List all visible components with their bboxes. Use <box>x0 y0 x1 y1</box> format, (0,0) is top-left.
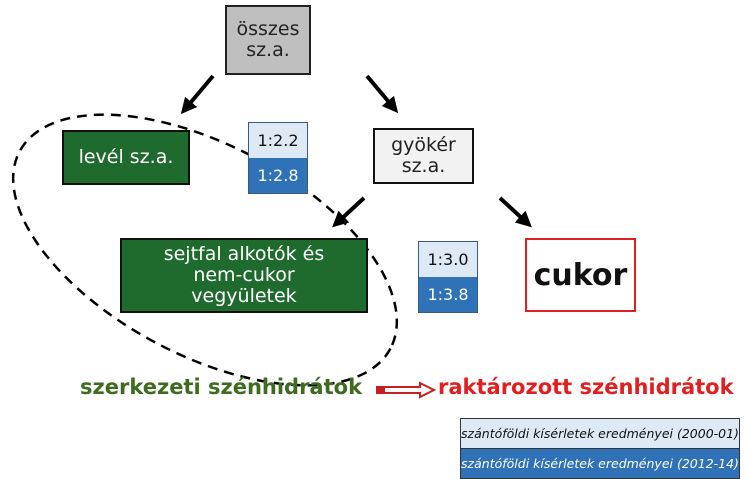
legend: szántóföldi kísérletek eredményei (2000-… <box>460 418 740 479</box>
arrow-total-leaf <box>180 74 215 115</box>
structural-label: szerkezeti szénhidrátok <box>80 375 363 399</box>
ratio-new: 1:3.8 <box>419 277 477 312</box>
ratio-new: 1:2.8 <box>249 158 307 193</box>
ratio-leaf-root: 1:2.2 1:2.8 <box>248 122 308 194</box>
ratio-cellwall-sugar: 1:3.0 1:3.8 <box>418 241 478 313</box>
node-root: gyökér sz.a. <box>373 128 474 184</box>
ratio-old: 1:3.0 <box>419 242 477 277</box>
node-leaf: levél sz.a. <box>62 130 190 185</box>
node-cellwall: sejtfal alkotók és nem-cukor vegyületek <box>120 238 368 313</box>
arrow-root-sugar <box>498 196 532 228</box>
arrow-root-cellwall <box>332 196 366 228</box>
legend-new: szántóföldi kísérletek eredményei (2012-… <box>461 449 739 478</box>
node-sugar: cukor <box>525 238 636 312</box>
node-total: összes sz.a. <box>225 5 311 75</box>
storage-label: raktározott szénhidrátok <box>438 375 734 399</box>
arrow-total-root <box>365 74 399 114</box>
transition-arrow-icon <box>376 381 437 399</box>
legend-old: szántóföldi kísérletek eredményei (2000-… <box>461 419 739 449</box>
ratio-old: 1:2.2 <box>249 123 307 158</box>
